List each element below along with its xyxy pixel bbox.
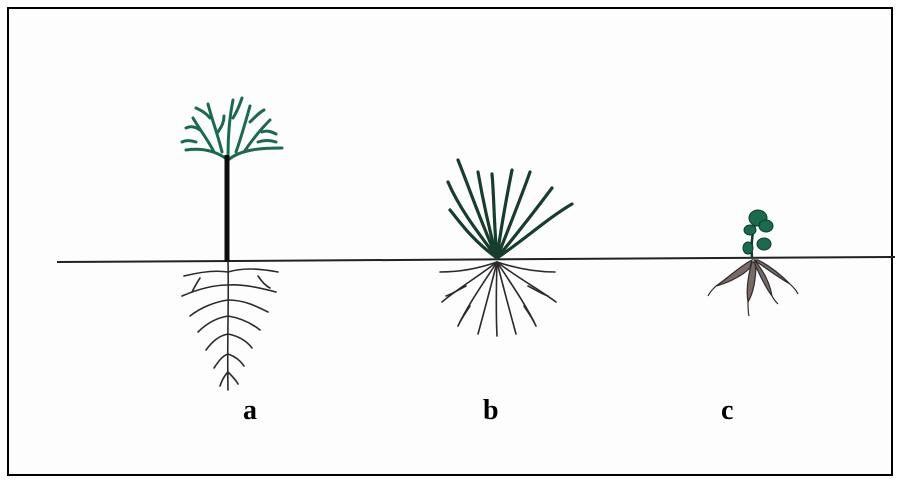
label-c: c <box>721 397 733 425</box>
plant-a-crown <box>182 98 282 160</box>
plant-b-roots <box>440 262 556 336</box>
label-a: a <box>243 397 257 425</box>
plant-c <box>708 210 798 316</box>
plant-b-leaves <box>448 160 572 258</box>
plant-c-shoot <box>743 210 773 258</box>
plant-a-roots <box>182 262 278 390</box>
label-b: b <box>483 397 499 425</box>
ground-line <box>57 257 895 262</box>
plant-c-tubers <box>716 260 790 302</box>
plant-b <box>440 160 572 336</box>
plant-a <box>182 98 282 390</box>
